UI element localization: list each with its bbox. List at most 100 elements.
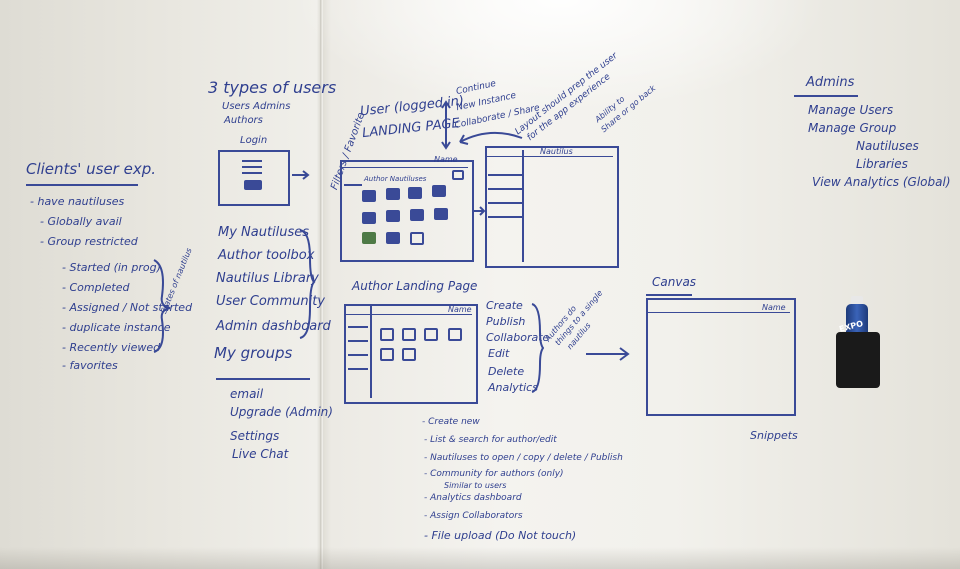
author-add-tile [402, 348, 416, 361]
author-row [348, 354, 368, 356]
nautilus-title: Nautilus [540, 147, 573, 156]
clients-item-7: - Recently viewed [62, 341, 161, 354]
menu-item-4: Admin dashboard [216, 319, 331, 334]
canvas-title: Canvas [652, 275, 697, 289]
bottom-item-2: - Nautiluses to open / copy / delete / P… [424, 453, 623, 463]
users-sub1: Users Admins [222, 101, 291, 112]
menu-item-3: User Community [216, 294, 326, 309]
author-tile [380, 328, 394, 341]
author-sidebar [370, 306, 372, 398]
clients-item-1: - Globally avail [40, 215, 122, 228]
states-brace [153, 259, 171, 353]
clients-title: Clients' user exp. [26, 160, 157, 178]
users-title: 3 types of users [208, 78, 337, 97]
nautilus-wireframe [485, 146, 619, 268]
tile [362, 212, 376, 224]
admins-item-2: Nautiluses [856, 139, 919, 153]
bottom-item-1: - List & search for author/edit [424, 435, 557, 445]
author-action-5: Analytics [488, 381, 538, 394]
landing-sub-line [344, 184, 362, 186]
menu-item-2: Nautilus Library [216, 271, 319, 286]
tile [432, 185, 446, 197]
admins-item-4: View Analytics (Global) [812, 175, 951, 189]
nautilus-row [488, 216, 522, 218]
author-title: Author Landing Page [352, 279, 478, 293]
tile [410, 209, 424, 221]
landing-header-line [342, 167, 468, 168]
menu-divider [216, 378, 310, 380]
landing-icon-sketch [452, 170, 464, 180]
clients-underline [26, 184, 138, 186]
author-action-3: Edit [488, 347, 510, 360]
add-tile-sketch [410, 232, 424, 245]
author-header-line [346, 314, 472, 315]
menu2-item-1: Upgrade (Admin) [230, 405, 333, 419]
login-arrow [292, 170, 310, 180]
author-action-0: Create [486, 299, 523, 312]
menu2-item-2: Settings [230, 429, 280, 443]
login-field-3 [242, 172, 262, 174]
author-name-tag: Name [448, 305, 472, 314]
nautilus-sidebar [522, 150, 524, 262]
canvas-footer: Snippets [750, 429, 798, 442]
canvas-header-line [648, 312, 790, 313]
curved-arrow [459, 131, 523, 145]
login-button-sketch [244, 180, 262, 190]
canvas-wireframe [646, 298, 796, 416]
nautilus-row [488, 202, 522, 204]
users-sub2: Authors [224, 115, 263, 126]
author-wireframe [344, 304, 478, 404]
landing-name-tag: Name [434, 155, 458, 164]
menu2-item-0: email [230, 387, 264, 401]
nautilus-row [488, 188, 522, 190]
login-label: Login [240, 135, 268, 146]
author-action-2: Collaborate [486, 331, 550, 344]
login-field-1 [242, 160, 262, 162]
tile [362, 190, 376, 202]
author-row [348, 326, 368, 328]
landing-right-arrow [472, 206, 486, 216]
author-tile [424, 328, 438, 341]
admins-underline [794, 95, 858, 97]
author-to-canvas-arrow [586, 347, 630, 361]
menu-item-1: Author toolbox [218, 248, 315, 263]
clients-item-5: - Assigned / Not started [62, 301, 193, 314]
admins-item-0: Manage Users [808, 103, 894, 117]
admins-item-3: Libraries [856, 157, 908, 171]
menu-brace [299, 229, 316, 339]
author-action-1: Publish [486, 315, 526, 328]
bottom-item-6: - Assign Collaborators [424, 511, 523, 521]
author-nautiluses-label: Author Nautiluses [364, 175, 427, 183]
bottom-item-0: - Create new [422, 417, 480, 427]
canvas-name-tag: Name [762, 303, 786, 312]
tile [386, 232, 400, 244]
clients-item-4: - Completed [62, 281, 130, 294]
bottom-item-3: - Community for authors (only) [424, 469, 564, 479]
clients-item-3: - Started (in prog) [62, 261, 161, 274]
author-row [348, 340, 368, 342]
clients-item-8: - favorites [62, 359, 118, 372]
marker-holder [836, 332, 880, 388]
tile [386, 188, 400, 200]
bottom-item-7: - File upload (Do Not touch) [424, 529, 577, 542]
bottom-item-5: - Analytics dashboard [424, 493, 522, 503]
tile [434, 208, 448, 220]
wall-corner [320, 0, 323, 569]
menu-item-5: My groups [214, 344, 293, 362]
clients-item-2: - Group restricted [40, 235, 138, 248]
author-tile [380, 348, 394, 361]
tile [362, 232, 376, 244]
author-tile [402, 328, 416, 341]
tile [408, 187, 422, 199]
floor-shadow [0, 547, 960, 569]
author-brace [531, 303, 544, 393]
menu-item-0: My Nautiluses [218, 225, 310, 240]
clients-item-0: - have nautiluses [30, 195, 125, 208]
nautilus-header-line [487, 156, 613, 157]
landing-updown-arrow [441, 100, 451, 150]
admins-item-1: Manage Group [808, 121, 897, 135]
login-field-2 [242, 166, 262, 168]
author-tile [448, 328, 462, 341]
tile [386, 210, 400, 222]
